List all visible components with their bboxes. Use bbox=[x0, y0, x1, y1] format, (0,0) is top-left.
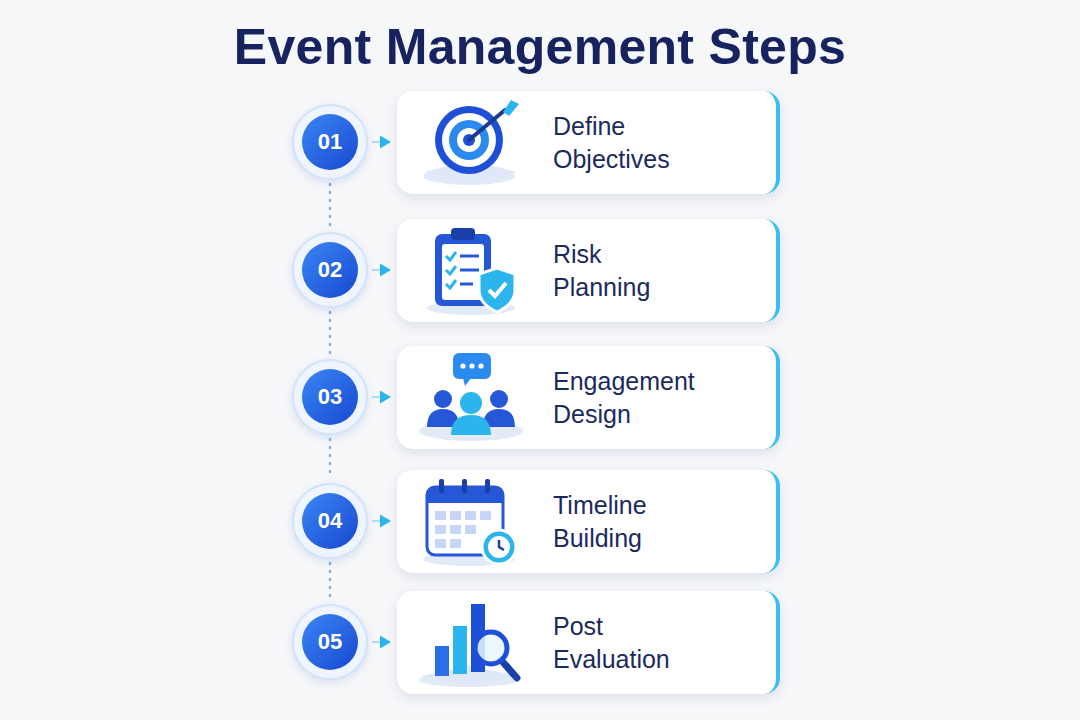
arrow-connector bbox=[372, 135, 391, 148]
dotted-connector bbox=[330, 563, 331, 600]
step-number: 03 bbox=[302, 369, 358, 425]
step-number: 04 bbox=[302, 493, 358, 549]
step-label: Define Objectives bbox=[553, 110, 670, 175]
step-card: Post Evaluation bbox=[397, 591, 780, 694]
step-card: Timeline Building bbox=[397, 470, 780, 573]
step-label: Risk Planning bbox=[553, 238, 650, 303]
step-circle: 05 bbox=[292, 604, 368, 680]
arrow-connector bbox=[372, 635, 391, 648]
step-card: Define Objectives bbox=[397, 91, 780, 194]
arrow-connector bbox=[372, 514, 391, 527]
step-label: Engagement Design bbox=[553, 365, 695, 430]
step-number: 05 bbox=[302, 614, 358, 670]
arrow-connector bbox=[372, 263, 391, 276]
step-card: Risk Planning bbox=[397, 219, 780, 322]
dotted-connector bbox=[330, 312, 331, 355]
step-icon bbox=[407, 220, 537, 320]
step-circle: 03 bbox=[292, 359, 368, 435]
step-number: 01 bbox=[302, 114, 358, 170]
step-icon bbox=[407, 347, 537, 447]
arrow-connector bbox=[372, 390, 391, 403]
step-number: 02 bbox=[302, 242, 358, 298]
diagram-title: Event Management Steps bbox=[0, 18, 1080, 76]
step-icon bbox=[407, 592, 537, 692]
step-icon bbox=[407, 92, 537, 192]
step-label: Timeline Building bbox=[553, 489, 647, 554]
step-circle: 02 bbox=[292, 232, 368, 308]
dotted-connector bbox=[330, 184, 331, 228]
dotted-connector bbox=[330, 439, 331, 479]
step-label: Post Evaluation bbox=[553, 610, 670, 675]
step-circle: 04 bbox=[292, 483, 368, 559]
step-card: Engagement Design bbox=[397, 346, 780, 449]
step-icon bbox=[407, 471, 537, 571]
step-circle: 01 bbox=[292, 104, 368, 180]
